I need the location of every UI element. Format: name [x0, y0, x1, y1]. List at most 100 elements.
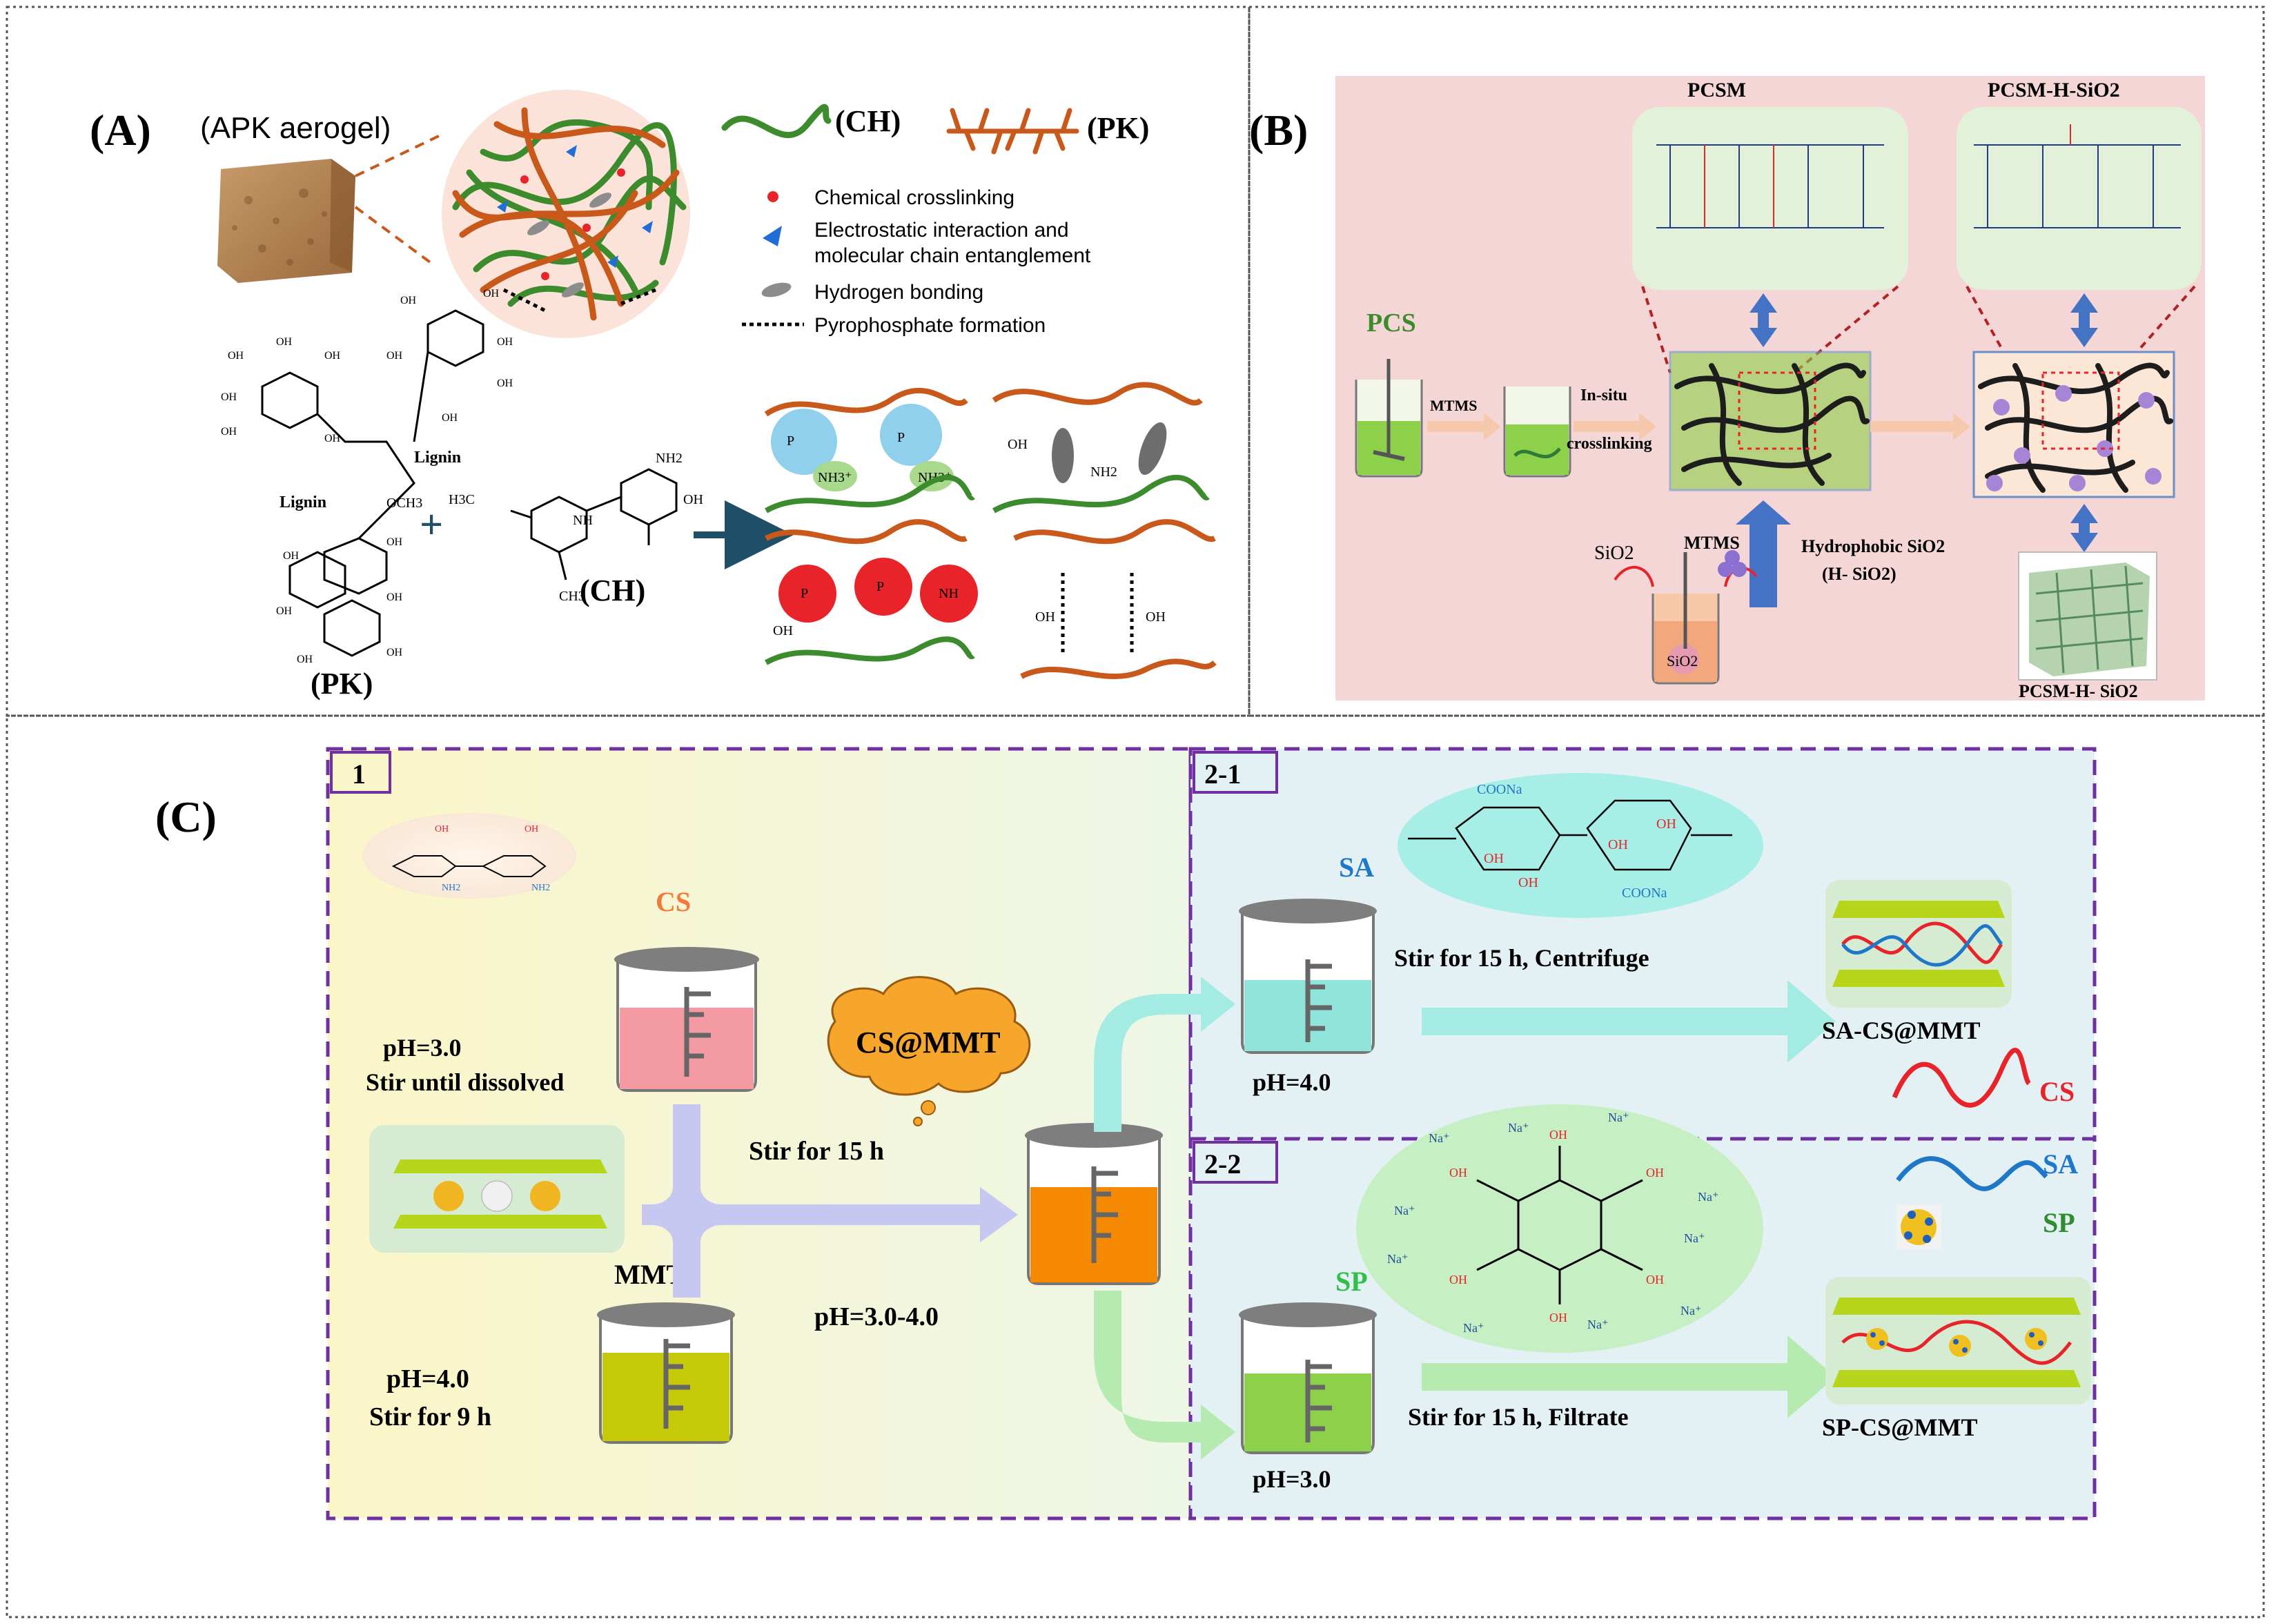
legend-sp-label: SP — [2043, 1207, 2075, 1238]
sponge-pores — [232, 188, 327, 266]
interaction-hydrogen: OH NH2 — [992, 382, 1210, 513]
sp-na-labels: Na⁺Na⁺ Na⁺Na⁺ Na⁺Na⁺ Na⁺Na⁺ Na⁺Na⁺ — [1387, 1111, 1719, 1335]
pcsm-hsio2-structure-box — [1957, 107, 2202, 290]
stir-9h-label: Stir for 9 h — [369, 1402, 491, 1431]
hydrophobic-label-1: Hydrophobic SiO2 — [1801, 536, 1945, 556]
beaker-sio2-label: SiO2 — [1667, 652, 1698, 669]
network-zoom-circle — [442, 90, 690, 338]
panel-a-label: (A) — [90, 106, 151, 155]
step21-tag: 2-1 — [1204, 759, 1241, 790]
step22-tag: 2-2 — [1204, 1148, 1241, 1180]
pcsm-hsio2-network-box — [1972, 351, 2175, 498]
cs-nh2-1: NH2 — [442, 883, 460, 893]
stir-centrifuge-label: Stir for 15 h, Centrifuge — [1394, 944, 1649, 972]
svg-text:NH: NH — [939, 586, 959, 601]
sa-oh-1: OH — [1484, 851, 1504, 866]
svg-text:OH: OH — [442, 412, 458, 424]
pcsm-hsio2-cube — [2018, 551, 2157, 681]
ch-nh-label: NH — [573, 513, 593, 528]
sa-oh-4: OH — [1608, 837, 1628, 852]
svg-text:Na⁺: Na⁺ — [1508, 1121, 1529, 1135]
legend-electrostatic-2: molecular chain entanglement — [814, 244, 1091, 267]
product-label: PCSM-H- SiO2 — [2019, 681, 2138, 701]
sp-structure-lines — [1476, 1146, 1643, 1304]
svg-text:Na⁺: Na⁺ — [1429, 1131, 1450, 1145]
branch-arrow-down — [1094, 1291, 1235, 1460]
cs-structure-lines — [391, 855, 547, 877]
svg-text:Na⁺: Na⁺ — [1608, 1111, 1629, 1124]
svg-text:OH: OH — [386, 536, 403, 548]
sa-product-label: SA-CS@MMT — [1822, 1017, 1980, 1044]
gel-beaker — [1503, 387, 1571, 478]
insitu-label: In-situ — [1580, 387, 1627, 404]
svg-text:OH: OH — [221, 391, 237, 403]
pcsm-title: PCSM — [1687, 79, 1746, 101]
sa-oh-3: OH — [1656, 816, 1676, 832]
svg-text:OH: OH — [1035, 609, 1055, 625]
svg-text:P: P — [876, 579, 884, 594]
svg-text:OH: OH — [1646, 1273, 1664, 1287]
mtms-label-2: MTMS — [1684, 533, 1740, 553]
cs-wave-icon — [1892, 1048, 2031, 1108]
aerogel-cube-image — [217, 159, 355, 283]
pk-structure — [261, 309, 484, 657]
aerogel-label: (APK aerogel) — [200, 111, 391, 145]
sp-product-label: SP-CS@MMT — [1822, 1413, 1977, 1441]
lignin-label-1: Lignin — [414, 449, 461, 467]
svg-text:OH: OH — [386, 350, 403, 362]
svg-text:Na⁺: Na⁺ — [1463, 1321, 1484, 1335]
interaction-chemical: P P NH OH — [765, 519, 978, 665]
cs-label: CS — [656, 886, 691, 917]
ph30-label-2: pH=3.0 — [1253, 1465, 1331, 1493]
svg-text:Na⁺: Na⁺ — [1587, 1318, 1609, 1331]
sio2-label: SiO2 — [1594, 542, 1634, 564]
svg-text:P: P — [787, 433, 794, 449]
ch-structure — [510, 468, 678, 580]
svg-text:OH: OH — [1549, 1128, 1567, 1142]
sio2-beaker — [1614, 552, 1758, 685]
sa-structure-lines — [1408, 799, 1732, 871]
arrow-gel-to-pcsm — [1574, 413, 1656, 440]
sa-structure-cloud — [1398, 773, 1763, 918]
svg-text:Na⁺: Na⁺ — [1387, 1252, 1409, 1266]
svg-text:OH: OH — [283, 550, 300, 562]
sp-product-icon — [1825, 1277, 2091, 1405]
mtms-label-1: MTMS — [1430, 397, 1477, 414]
cs-beaker — [614, 947, 759, 1092]
sa-product-icon — [1825, 880, 2012, 1008]
pcsm-hsio2-title: PCSM-H-SiO2 — [1988, 79, 2120, 101]
och3-label: OCH3 — [386, 496, 422, 511]
crosslinking-label: crosslinking — [1567, 435, 1652, 453]
ph40-label-2: pH=4.0 — [1253, 1068, 1331, 1096]
sa-label: SA — [1339, 852, 1374, 883]
step1-tag: 1 — [352, 759, 366, 790]
svg-text:Na⁺: Na⁺ — [1698, 1190, 1719, 1204]
ch-legend-label: (CH) — [835, 104, 901, 138]
ch-caption: (CH) — [580, 574, 645, 607]
svg-text:OH: OH — [276, 336, 293, 348]
merge-arrow — [642, 1104, 1018, 1298]
svg-text:OH: OH — [1449, 1273, 1467, 1287]
svg-text:OH: OH — [386, 647, 403, 658]
stir-filtrate-label: Stir for 15 h, Filtrate — [1408, 1403, 1629, 1431]
sa-beaker — [1239, 899, 1377, 1054]
ch-oh-label: OH — [683, 492, 703, 507]
purple-particles-icon — [1718, 550, 1747, 577]
sp-label: SP — [1335, 1266, 1368, 1297]
legend-chemical: Chemical crosslinking — [814, 186, 1015, 209]
blue-double-arrows — [1749, 293, 2098, 552]
panel-c: (C) 1 2-1 2-2 OH OH NH2 NH2 CS pH=3. — [155, 747, 2097, 1520]
svg-text:Na⁺: Na⁺ — [1680, 1304, 1702, 1318]
svg-text:P: P — [897, 430, 905, 445]
lignin-label-2: Lignin — [280, 493, 326, 511]
svg-text:OH: OH — [773, 623, 793, 638]
stir-dissolved-label: Stir until dissolved — [366, 1068, 564, 1096]
csmmt-label: CS@MMT — [856, 1026, 1001, 1059]
sp-particle-icon — [1896, 1204, 1941, 1249]
svg-text:OH: OH — [400, 295, 417, 306]
panel-borders — [6, 6, 2265, 1618]
svg-text:OH: OH — [1549, 1311, 1567, 1324]
pcs-label: PCS — [1366, 309, 1416, 337]
svg-text:OH: OH — [386, 591, 403, 603]
